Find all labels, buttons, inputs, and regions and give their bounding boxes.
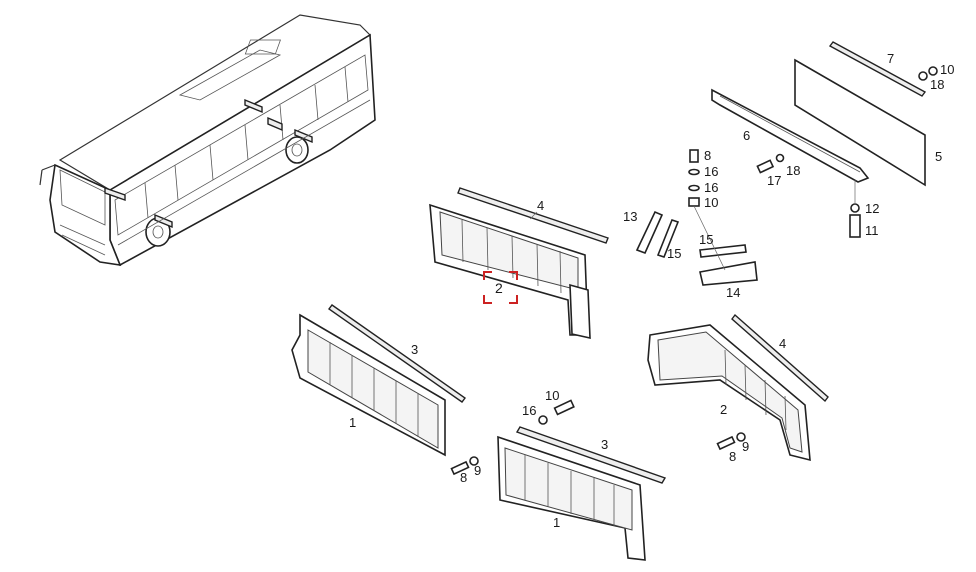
callout-8-right[interactable]: 8 xyxy=(729,449,736,464)
highlight-corner-tl xyxy=(483,271,492,280)
callout-labels: 4 3 1 10 16 3 8 9 1 4 2 8 9 8 16 16 10 1… xyxy=(349,51,954,530)
callout-10-bottom[interactable]: 10 xyxy=(545,388,559,403)
highlight-corner-br xyxy=(509,295,518,304)
highlight-corner-tr xyxy=(509,271,518,280)
mudflap-assembly-bottom xyxy=(450,399,667,561)
callout-10-upper[interactable]: 10 xyxy=(940,62,954,77)
callout-10-center[interactable]: 10 xyxy=(704,195,718,210)
callout-3-left[interactable]: 3 xyxy=(411,342,418,357)
mudflap-assembly-top xyxy=(429,187,609,340)
bracket-hardware xyxy=(635,149,758,286)
mudflap-assembly-left xyxy=(291,304,466,457)
callout-2-right[interactable]: 2 xyxy=(720,402,727,417)
callout-16-center-a[interactable]: 16 xyxy=(704,164,718,179)
callout-6[interactable]: 6 xyxy=(743,128,750,143)
callout-16-bottom[interactable]: 16 xyxy=(522,403,536,418)
callout-15-a[interactable]: 15 xyxy=(667,246,681,261)
callout-5[interactable]: 5 xyxy=(935,149,942,164)
mudflap-assembly-right xyxy=(647,313,829,462)
callout-8-bottom[interactable]: 8 xyxy=(460,470,467,485)
callout-16-center-b[interactable]: 16 xyxy=(704,180,718,195)
callout-18-upper[interactable]: 18 xyxy=(930,77,944,92)
callout-17[interactable]: 17 xyxy=(767,173,781,188)
callout-13[interactable]: 13 xyxy=(623,209,637,224)
callout-9-bottom[interactable]: 9 xyxy=(474,463,481,478)
callout-12[interactable]: 12 xyxy=(865,201,879,216)
callout-7[interactable]: 7 xyxy=(887,51,894,66)
callout-8-center[interactable]: 8 xyxy=(704,148,711,163)
callout-14[interactable]: 14 xyxy=(726,285,740,300)
callout-18-center[interactable]: 18 xyxy=(786,163,800,178)
mudflap-assembly-upper-right xyxy=(711,41,938,238)
callout-3-bottom[interactable]: 3 xyxy=(601,437,608,452)
callout-4-top[interactable]: 4 xyxy=(537,198,544,213)
callout-15-b[interactable]: 15 xyxy=(699,232,713,247)
highlight-corner-bl xyxy=(483,295,492,304)
callout-11[interactable]: 11 xyxy=(865,223,879,238)
callout-1-left[interactable]: 1 xyxy=(349,415,356,430)
callout-2-highlighted[interactable]: 2 xyxy=(495,280,503,296)
callout-4-right[interactable]: 4 xyxy=(779,336,786,351)
bus-illustration xyxy=(39,14,376,267)
callout-1-bottom[interactable]: 1 xyxy=(553,515,560,530)
selected-part-highlight[interactable]: 2 xyxy=(483,271,518,304)
callout-9-right[interactable]: 9 xyxy=(742,439,749,454)
